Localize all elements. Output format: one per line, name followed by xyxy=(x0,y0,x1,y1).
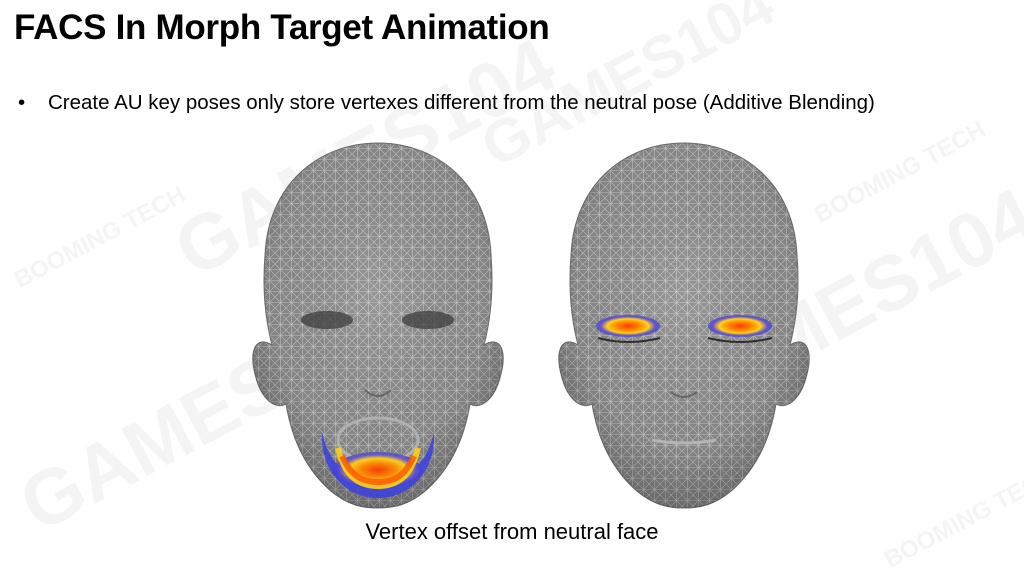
left-eye-heat-region xyxy=(596,315,660,337)
nose xyxy=(364,389,392,397)
bullet-text: Create AU key poses only store vertexes … xyxy=(48,91,875,114)
closed-mouth xyxy=(651,438,717,445)
head-jaw-au xyxy=(252,142,504,509)
left-eye xyxy=(301,311,353,329)
right-eye xyxy=(402,311,454,329)
nose xyxy=(670,391,698,398)
head-eye-au xyxy=(558,142,810,509)
slide-title: FACS In Morph Target Animation xyxy=(14,8,550,47)
right-eye-heat-region xyxy=(708,315,772,337)
figure-caption: Vertex offset from neutral face xyxy=(365,519,659,544)
faces-figure xyxy=(252,142,810,509)
bullet-item: • Create AU key poses only store vertexes… xyxy=(18,91,875,115)
bullet-dot-icon: • xyxy=(18,91,26,114)
